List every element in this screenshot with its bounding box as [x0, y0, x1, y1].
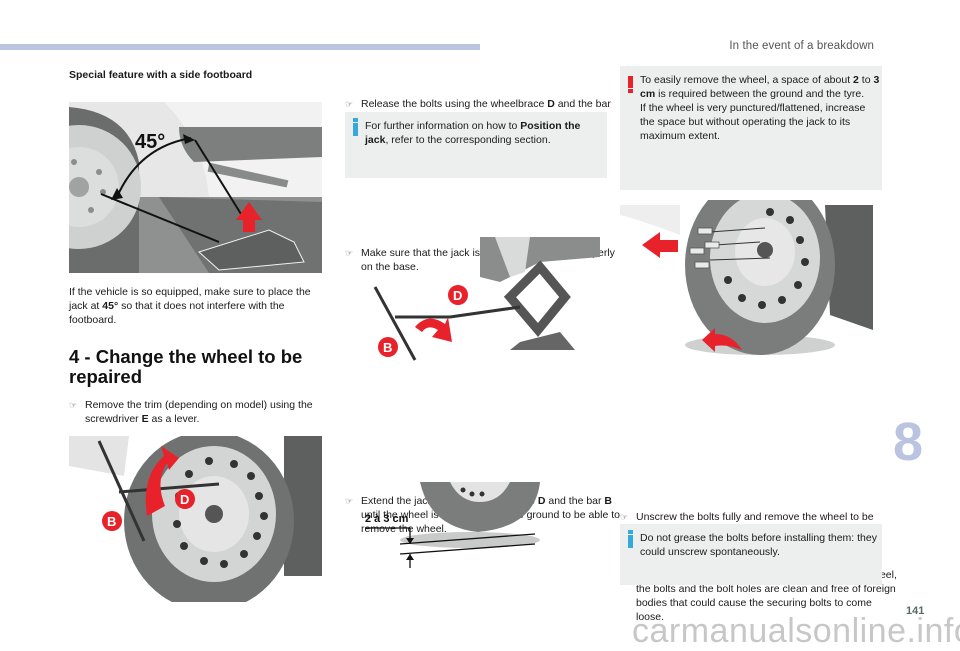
info-icon: [628, 530, 633, 548]
pointing-hand-icon: ☞: [69, 400, 78, 410]
callout-b: B: [107, 514, 116, 529]
warning-icon: [628, 76, 633, 93]
watermark: carmanualsonline.info: [632, 612, 960, 650]
callout-d: D: [180, 492, 189, 507]
callout-d: D: [453, 288, 462, 303]
gap-label: 2 à 3 cm: [365, 513, 409, 525]
page-number: 141: [906, 605, 925, 617]
paragraph-jack-45: If the vehicle is so equipped, make sure…: [69, 286, 311, 326]
figure-remove-wheel: [620, 200, 873, 365]
chapter-number: 8: [893, 412, 924, 472]
angle-label: 45°: [135, 131, 165, 153]
info-note-position-jack: For further information on how to Positi…: [345, 112, 607, 178]
pointing-hand-icon: ☞: [345, 248, 354, 258]
figure-jack-45-degrees: 45°: [69, 102, 322, 273]
pointing-hand-icon: ☞: [345, 496, 354, 506]
callout-b: B: [383, 340, 392, 355]
subheading-side-footboard: Special feature with a side footboard: [69, 69, 253, 81]
section-title: In the event of a breakdown: [729, 40, 874, 52]
figure-ground-clearance: 2 à 3 cm: [360, 482, 560, 572]
figure-loosen-bolts: B D: [69, 436, 322, 602]
figure-jack-wheelbrace: D B: [360, 232, 600, 362]
heading-text: Change the wheel to be repaired: [69, 346, 303, 387]
pointing-hand-icon: ☞: [620, 512, 629, 522]
info-icon: [353, 118, 358, 136]
heading-change-wheel: 4 - Change the wheel to be repaired: [69, 347, 331, 387]
heading-number: 4 -: [69, 346, 91, 367]
header-accent-bar: [0, 44, 480, 50]
info-note-grease: Do not grease the bolts before installin…: [620, 524, 882, 585]
pointing-hand-icon: ☞: [345, 99, 354, 109]
step-remove-trim: ☞ Remove the trim (depending on model) u…: [69, 399, 313, 425]
warning-note-clearance: To easily remove the wheel, a space of a…: [620, 66, 882, 190]
